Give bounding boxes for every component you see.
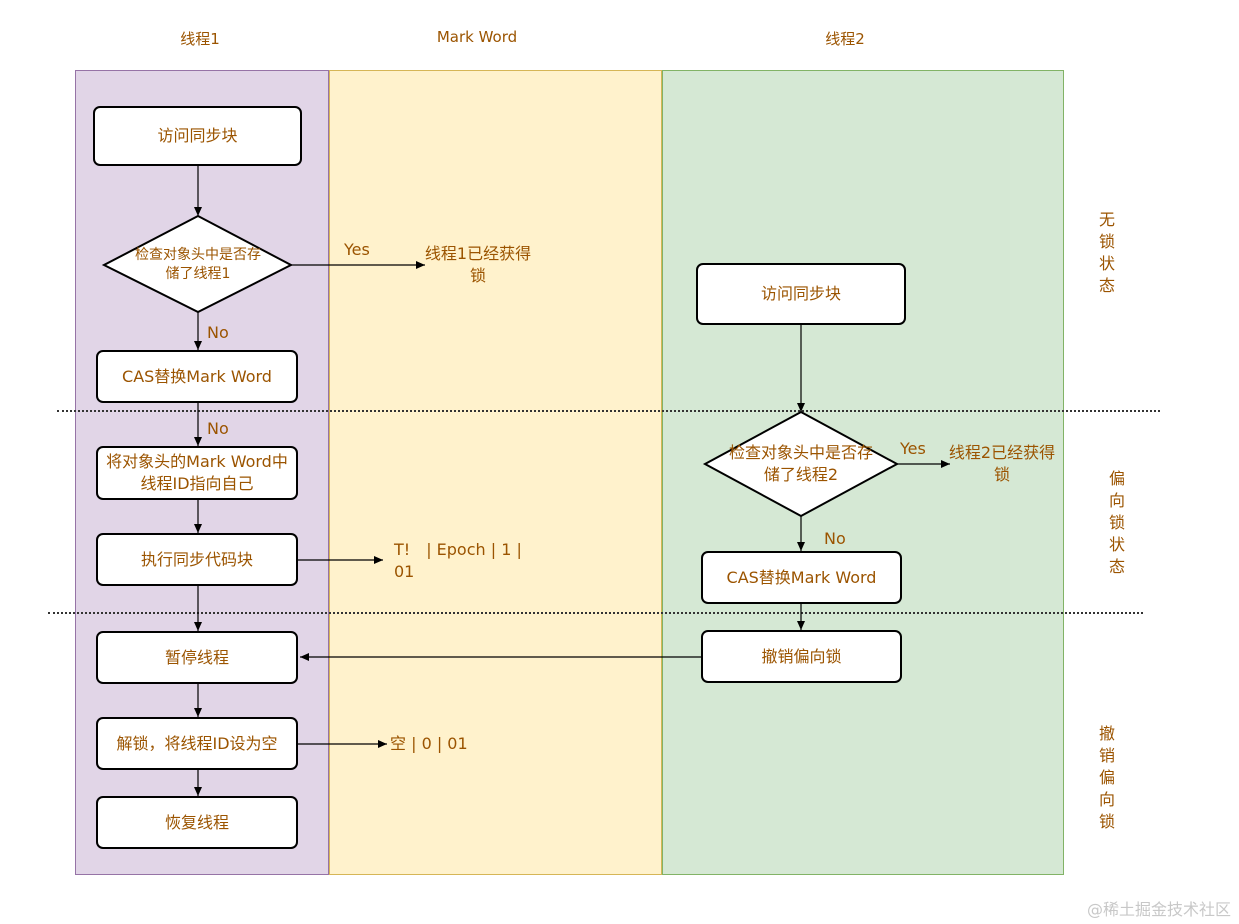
- t2-check-decision-text: 检查对象头中是否存储了线程2: [728, 443, 873, 484]
- t1-yes-label: Yes: [344, 240, 370, 259]
- markword-empty-text: 空 | 0 | 01: [390, 734, 468, 753]
- state-label-revoke: 撤销偏向锁: [1098, 724, 1115, 831]
- state-label-biased: 偏向锁状态: [1108, 469, 1125, 576]
- t1-check-decision-text: 检查对象头中是否存储了线程1: [135, 247, 261, 282]
- watermark-text: @稀土掘金技术社区: [1086, 900, 1231, 919]
- lane-title-thread1: 线程1: [180, 30, 220, 48]
- lane-title-mark-word: Mark Word: [436, 28, 518, 46]
- t1-no-cas-label: No: [207, 419, 229, 438]
- t1-unlock-box: 解锁，将线程ID设为空: [96, 717, 298, 770]
- t2-check-diamond: [702, 410, 900, 518]
- t1-resume-thread-box: 恢复线程: [96, 796, 298, 849]
- t1-pause-thread-box: 暂停线程: [96, 631, 298, 684]
- markword-biased-text: T! | Epoch | 1 | 01: [394, 540, 522, 581]
- t1-set-thread-id-box: 将对象头的Mark Word中线程ID指向自己: [96, 446, 298, 500]
- t2-cas-replace-box: CAS替换Mark Word: [701, 551, 902, 604]
- t1-check-diamond: [101, 214, 294, 314]
- t2-yes-label: Yes: [900, 439, 926, 458]
- t1-cas-replace-box: CAS替换Mark Word: [96, 350, 298, 403]
- t1-got-lock-text: 线程1已经获得锁: [424, 244, 532, 285]
- t2-got-lock-text: 线程2已经获得锁: [948, 443, 1056, 484]
- t2-revoke-bias-box: 撤销偏向锁: [701, 630, 902, 683]
- t1-no-check-label: No: [207, 323, 229, 342]
- t1-exec-sync-box: 执行同步代码块: [96, 533, 298, 586]
- state-label-unlocked: 无锁状态: [1098, 210, 1115, 295]
- t2-no-label: No: [824, 529, 846, 548]
- t1-access-sync-box: 访问同步块: [93, 106, 302, 166]
- state-separator-1: [57, 410, 1160, 412]
- state-separator-2: [48, 612, 1143, 614]
- t2-access-sync-box: 访问同步块: [696, 263, 906, 325]
- lane-title-thread2: 线程2: [825, 30, 865, 48]
